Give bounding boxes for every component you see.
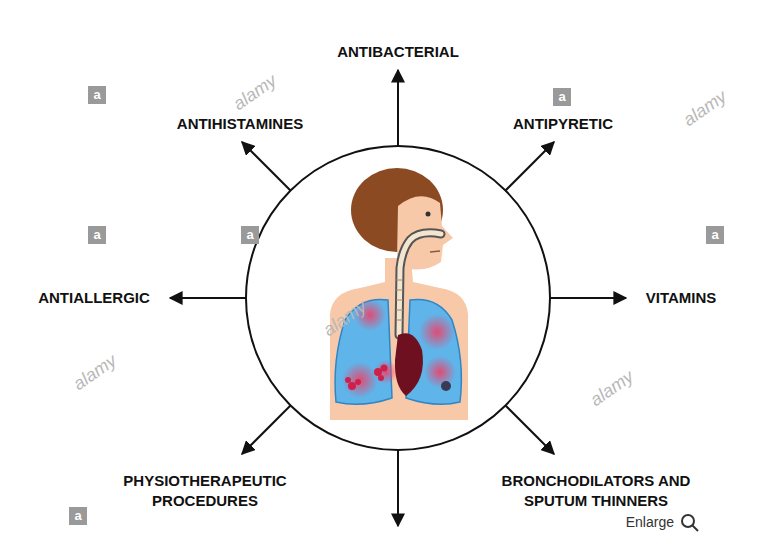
watermark-logo: a <box>553 88 571 106</box>
treatment-label: ANTIALLERGIC <box>38 288 150 308</box>
treatment-label: ANTIBACTERIAL <box>337 42 459 62</box>
watermark-logo: a <box>88 86 106 104</box>
enlarge-button: Enlarge <box>622 513 678 531</box>
arrows <box>170 70 626 526</box>
person-figure <box>330 168 468 420</box>
watermark-text: alamy <box>586 366 637 411</box>
watermark-logo: a <box>706 226 724 244</box>
watermark-text: alamy <box>229 70 280 115</box>
watermark-logo: a <box>69 507 87 525</box>
treatment-label: VITAMINS <box>646 288 717 308</box>
frame-circle <box>246 146 550 450</box>
treatment-label: ANTIHISTAMINES <box>177 114 303 134</box>
treatment-label: BRONCHODILATORS AND SPUTUM THINNERS <box>481 471 711 511</box>
treatment-label: ANTIPYRETIC <box>513 114 613 134</box>
watermark-text: alamy <box>69 350 120 395</box>
watermark-text: alamy <box>679 86 730 131</box>
watermark-logo: a <box>241 226 259 244</box>
magnifier-icon <box>682 515 698 531</box>
treatment-label: PHYSIOTHERAPEUTIC PROCEDURES <box>105 471 305 511</box>
watermark-logo: a <box>88 226 106 244</box>
